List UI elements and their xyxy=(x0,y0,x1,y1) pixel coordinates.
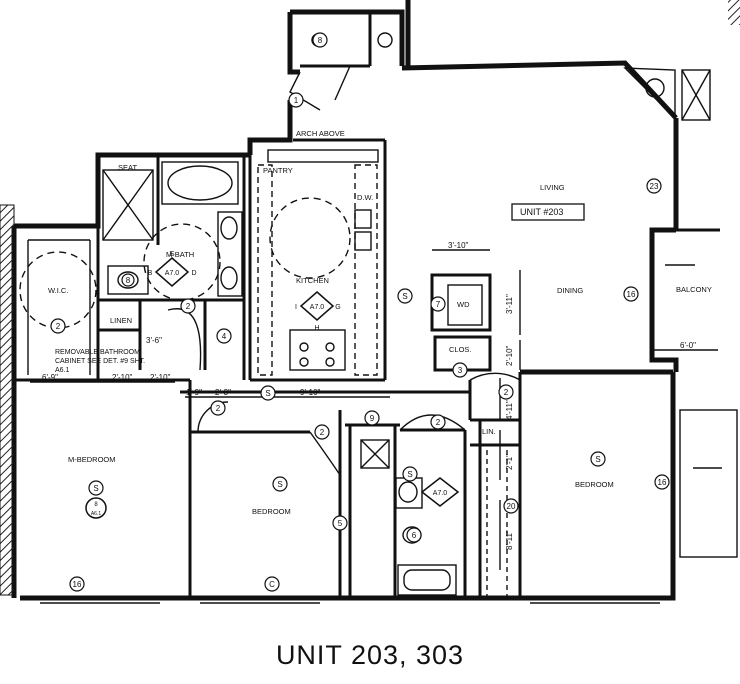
room-labels: LIVING UNIT #203 DINING BALCONY KITCHEN … xyxy=(48,129,712,516)
interior-walls xyxy=(14,12,720,598)
tag-6: 6 xyxy=(412,531,417,540)
dim-3-6: 3'-6" xyxy=(146,336,162,345)
dim-3-10-top: 3'-10" xyxy=(448,241,469,250)
label-dw: D.W. xyxy=(357,193,373,202)
tag-s4: S xyxy=(277,480,282,489)
tag-23: 23 xyxy=(650,182,659,191)
detail-i: I xyxy=(295,304,297,311)
tag-2a: 2 xyxy=(186,302,191,311)
unit-box xyxy=(511,203,585,221)
tag-16a: 16 xyxy=(73,580,82,589)
label-bedroom-1: BEDROOM xyxy=(252,507,291,516)
tag-20: 20 xyxy=(507,502,516,511)
section-8: 8 xyxy=(94,502,98,508)
tag-2d: 2 xyxy=(320,428,325,437)
tag-8b: 8 xyxy=(126,276,131,285)
label-balcony: BALCONY xyxy=(676,285,712,294)
tag-16c: 16 xyxy=(658,478,667,487)
plan-caption: UNIT 203, 303 xyxy=(275,640,465,670)
dim-9-10: 9'-10" xyxy=(300,388,321,397)
tag-circles xyxy=(50,32,670,592)
label-living: LIVING xyxy=(540,183,565,192)
detail-h: H xyxy=(314,325,319,332)
detail-e: E xyxy=(170,251,175,258)
tag-2f: 2 xyxy=(504,388,509,397)
dimension-labels: 3'-10" 3'-11" 2'-10" 6'-0" 6'-9" 2'-10" … xyxy=(42,241,696,550)
dim-4-11: 4'-11" xyxy=(505,400,514,420)
detail-d: D xyxy=(191,270,196,277)
dim-2-1: 2'-1" xyxy=(505,454,514,470)
detail-callouts xyxy=(85,257,460,519)
dim-2-10-clos: 2'-10" xyxy=(505,345,514,366)
label-unit-box: UNIT #203 xyxy=(520,207,563,217)
tag-s2: S xyxy=(265,389,270,398)
tag-s3: S xyxy=(595,455,600,464)
detail-a70-3: A7.0 xyxy=(433,490,448,497)
top-right-hatch xyxy=(728,0,740,25)
tag-2c: 2 xyxy=(216,404,221,413)
detail-g: G xyxy=(335,304,340,311)
dim-2-10-a: 2'-10" xyxy=(112,373,133,382)
tag-s1: S xyxy=(402,292,407,301)
dim-8-11: 8'-11" xyxy=(505,530,514,550)
label-dining: DINING xyxy=(557,286,583,295)
section-a61: A6.1 xyxy=(91,511,102,517)
tag-5: 5 xyxy=(338,519,343,528)
tag-1: 1 xyxy=(294,96,299,105)
tag-s5: S xyxy=(407,470,412,479)
dim-2-10-b: 2'-10" xyxy=(150,373,171,382)
detail-a70-2: A7.0 xyxy=(310,304,325,311)
tag-3: 3 xyxy=(458,366,463,375)
tag-c1: C xyxy=(269,580,275,589)
tag-9: 9 xyxy=(370,414,375,423)
label-bedroom-2: BEDROOM xyxy=(575,480,614,489)
label-kitchen: KITCHEN xyxy=(296,276,329,285)
fixtures xyxy=(19,32,738,604)
label-arch-above: ARCH ABOVE xyxy=(296,129,345,138)
dim-6-0-balc: 6'-0" xyxy=(680,341,696,350)
removable-note-2: CABINET SEE DET. #9 SHT. xyxy=(55,358,145,365)
removable-note-3: A6.1 xyxy=(55,367,70,374)
tag-s6: S xyxy=(93,484,98,493)
label-seat: SEAT xyxy=(118,163,137,172)
removable-note-1: REMOVABLE BATHROOM xyxy=(55,349,140,356)
dim-1-9: 1'-9" xyxy=(186,388,202,397)
label-mbath: M-BATH xyxy=(166,250,194,259)
floor-plan: LIVING UNIT #203 DINING BALCONY KITCHEN … xyxy=(0,0,740,604)
detail-a70-1: A7.0 xyxy=(165,270,180,277)
dim-3-11-wd: 3'-11" xyxy=(505,294,514,314)
label-linen: LINEN xyxy=(110,316,132,325)
label-lin: LIN. xyxy=(482,427,496,436)
tag-2e: 2 xyxy=(436,418,441,427)
tag-2b: 2 xyxy=(56,322,61,331)
label-pantry: PANTRY xyxy=(263,166,293,175)
label-wic: W.I.C. xyxy=(48,286,68,295)
label-wd: WD xyxy=(457,300,470,309)
left-wall-hatch xyxy=(0,204,15,596)
label-mbedroom: M-BEDROOM xyxy=(68,455,116,464)
dim-2-3: 2'-3" xyxy=(215,388,231,397)
dim-6-9: 6'-9" xyxy=(42,373,58,382)
tag-text: 1 2 2 2 2 2 2 3 4 5 7 6 9 8 8 16 16 16 2… xyxy=(56,36,667,589)
tag-16b: 16 xyxy=(627,290,636,299)
tag-7: 7 xyxy=(436,300,441,309)
tag-8a: 8 xyxy=(318,36,323,45)
tag-4: 4 xyxy=(222,332,227,341)
label-clos: CLOS. xyxy=(449,345,472,354)
detail-b: B xyxy=(148,270,153,277)
